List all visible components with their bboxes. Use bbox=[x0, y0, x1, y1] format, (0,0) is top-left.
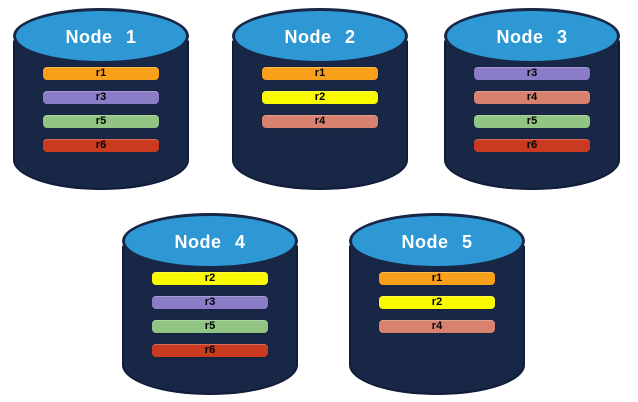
node-label: Node 3 bbox=[496, 27, 568, 47]
replica-bar-r6: r6 bbox=[43, 139, 159, 152]
node-label: Node 4 bbox=[174, 232, 246, 252]
replica-bar-r5: r5 bbox=[474, 115, 590, 128]
cylinder-top-ellipse: Node 3 bbox=[444, 8, 620, 64]
cylinder-top-ellipse: Node 5 bbox=[349, 213, 525, 269]
replica-bar-r6: r6 bbox=[152, 344, 268, 357]
node-label: Node 5 bbox=[401, 232, 473, 252]
cylinder-top-ellipse: Node 1 bbox=[13, 8, 189, 64]
node-cylinder-2: Node 2 r1 r2 r4 bbox=[232, 8, 408, 190]
replica-bar-r3: r3 bbox=[43, 91, 159, 104]
replica-list: r3 r4 r5 r6 bbox=[474, 67, 590, 152]
replica-bar-r1: r1 bbox=[262, 67, 378, 80]
replica-bar-r5: r5 bbox=[43, 115, 159, 128]
replica-bar-r6: r6 bbox=[474, 139, 590, 152]
node-cylinder-3: Node 3 r3 r4 r5 r6 bbox=[444, 8, 620, 190]
replica-bar-r2: r2 bbox=[152, 272, 268, 285]
node-cylinder-5: Node 5 r1 r2 r4 bbox=[349, 213, 525, 395]
replica-list: r2 r3 r5 r6 bbox=[152, 272, 268, 357]
replica-bar-r1: r1 bbox=[43, 67, 159, 80]
replica-bar-r3: r3 bbox=[152, 296, 268, 309]
cylinder-top-ellipse: Node 2 bbox=[232, 8, 408, 64]
node-label: Node 1 bbox=[65, 27, 137, 47]
cylinder-top-ellipse: Node 4 bbox=[122, 213, 298, 269]
replica-bar-r4: r4 bbox=[379, 320, 495, 333]
replica-bar-r2: r2 bbox=[379, 296, 495, 309]
replica-bar-r4: r4 bbox=[262, 115, 378, 128]
node-cylinder-1: Node 1 r1 r3 r5 r6 bbox=[13, 8, 189, 190]
node-cylinder-4: Node 4 r2 r3 r5 r6 bbox=[122, 213, 298, 395]
replica-bar-r4: r4 bbox=[474, 91, 590, 104]
replica-list: r1 r2 r4 bbox=[262, 67, 378, 128]
replica-bar-r5: r5 bbox=[152, 320, 268, 333]
replica-bar-r3: r3 bbox=[474, 67, 590, 80]
replica-bar-r2: r2 bbox=[262, 91, 378, 104]
replica-bar-r1: r1 bbox=[379, 272, 495, 285]
replica-list: r1 r2 r4 bbox=[379, 272, 495, 333]
node-label: Node 2 bbox=[284, 27, 356, 47]
replica-list: r1 r3 r5 r6 bbox=[43, 67, 159, 152]
